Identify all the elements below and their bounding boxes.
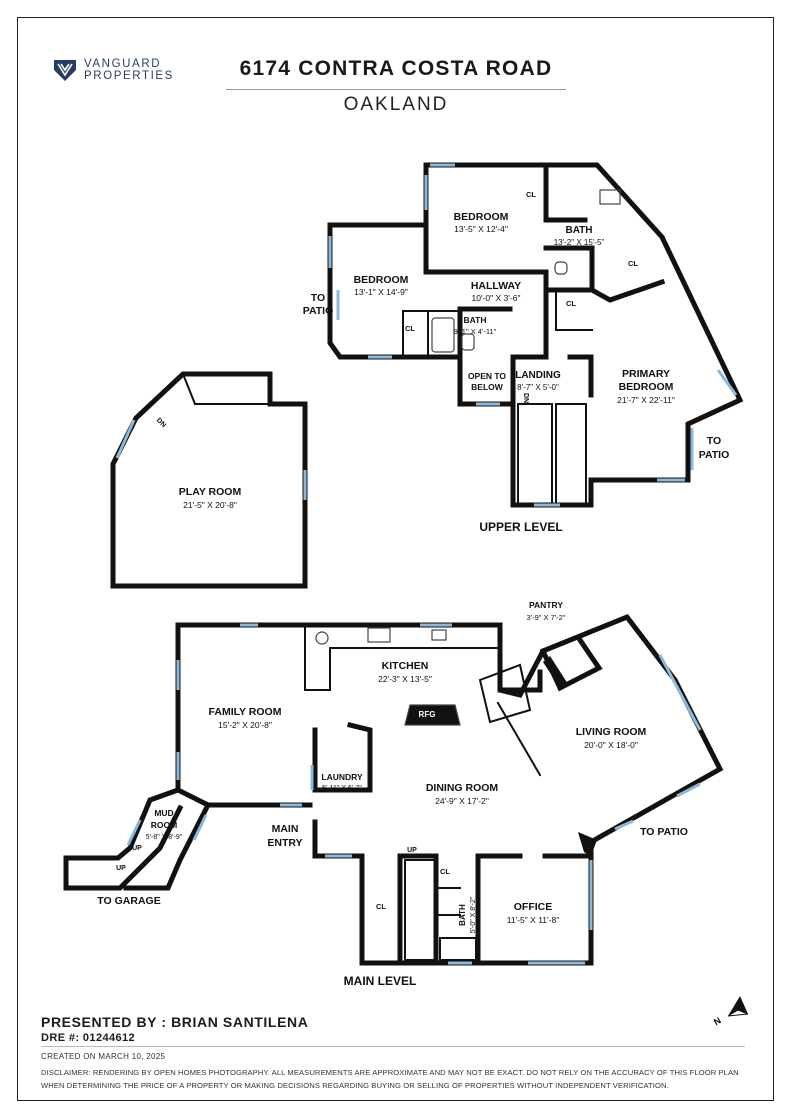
open-to-below-line2: BELOW xyxy=(471,382,504,392)
main-stair-up: UP xyxy=(407,847,417,854)
play-room-stair-dn: DN xyxy=(155,417,167,429)
main-closet-1: CL xyxy=(440,867,450,876)
closet-label-4: CL xyxy=(628,259,638,268)
fireplace-block xyxy=(543,656,568,688)
to-patio-left-line1: TO xyxy=(311,292,325,304)
to-patio-main: TO PATIO xyxy=(640,826,688,838)
play-room-label: PLAY ROOM xyxy=(179,486,242,498)
closet-label-2: CL xyxy=(405,324,415,333)
brand-name-line1: VANGUARD xyxy=(84,58,162,70)
svg-text:N: N xyxy=(712,1015,723,1027)
bath-small-label: BATH xyxy=(464,315,487,325)
upper-level-walls xyxy=(327,162,744,508)
laundry-dims: 5'-11" X 6'-7" xyxy=(322,785,362,792)
refrigerator-label: RFG xyxy=(419,710,436,719)
bath-top-label: BATH xyxy=(565,225,592,236)
mud-stair-up: UP xyxy=(132,845,142,852)
living-room-dims: 20'-0" X 18'-0" xyxy=(584,740,638,750)
hallway-label: HALLWAY xyxy=(471,280,521,292)
main-entry-line1: MAIN xyxy=(272,823,299,835)
kitchen-dims: 22'-3" X 13'-5" xyxy=(378,674,432,684)
closet-label-3: CL xyxy=(566,299,576,308)
living-room-label: LIVING ROOM xyxy=(576,726,647,738)
dre-number: DRE #: 01244612 xyxy=(41,1032,136,1044)
to-garage-label: TO GARAGE xyxy=(97,895,160,907)
bedroom-left-label: BEDROOM xyxy=(354,274,409,286)
disclaimer-text: DISCLAIMER: RENDERING BY OPEN HOMES PHOT… xyxy=(41,1068,739,1090)
play-room-dims: 21'-5" X 20'-8" xyxy=(183,500,237,510)
bedroom-top-label: BEDROOM xyxy=(454,211,509,223)
main-level-label: MAIN LEVEL xyxy=(344,974,417,988)
bath-small-dims: 9'-1" X 4'-11" xyxy=(454,327,497,336)
open-to-below-line1: OPEN TO xyxy=(468,371,506,381)
closet-label-1: CL xyxy=(526,190,536,199)
kitchen-label: KITCHEN xyxy=(382,660,429,672)
play-room-walls xyxy=(110,371,308,589)
primary-bedroom-line1: PRIMARY xyxy=(622,368,670,380)
main-bath-dims: 5'-0" X 8'-2" xyxy=(470,896,477,933)
created-date: CREATED ON MARCH 10, 2025 xyxy=(41,1052,166,1061)
pantry-dims: 3'-9" X 7'-2" xyxy=(526,613,565,622)
main-bath-label: BATH xyxy=(458,904,467,926)
fireplace-label: FP xyxy=(558,662,569,671)
page-border xyxy=(17,17,774,1101)
main-level-interior xyxy=(304,624,542,961)
bedroom-left-dims: 13'-1" X 14'-9" xyxy=(354,287,408,297)
to-patio-right-line2: PATIO xyxy=(699,449,730,461)
to-patio-left-line2: PATIO xyxy=(303,305,334,317)
mud-room-line1: MUD xyxy=(154,808,173,818)
hallway-dims: 10'-0" X 3'-6" xyxy=(472,293,521,303)
family-room-label: FAMILY ROOM xyxy=(209,706,282,718)
bedroom-top-dims: 13'-5" X 12'-4" xyxy=(454,224,508,234)
main-closet-2: CL xyxy=(376,902,386,911)
brand-name-line2: PROPERTIES xyxy=(84,70,174,82)
windows xyxy=(115,163,738,965)
north-arrow-icon: N xyxy=(712,996,749,1027)
to-patio-right-line1: TO xyxy=(707,435,721,447)
office-dims: 11'-5" X 11'-8" xyxy=(507,915,559,925)
family-room-dims: 15'-2" X 20'-8" xyxy=(218,720,272,730)
primary-bedroom-dims: 21'-7" X 22'-11" xyxy=(617,395,675,405)
property-city: OAKLAND xyxy=(343,94,449,115)
dining-room-dims: 24'-9" X 17'-2" xyxy=(435,796,489,806)
dining-room-label: DINING ROOM xyxy=(426,782,499,794)
pantry-label: PANTRY xyxy=(529,600,563,610)
upper-level-label: UPPER LEVEL xyxy=(479,520,562,534)
office-label: OFFICE xyxy=(514,901,553,913)
play-room-stair xyxy=(181,372,273,406)
vanguard-shield-icon xyxy=(54,60,76,81)
title-divider xyxy=(226,89,566,90)
landing-label: LANDING xyxy=(515,370,561,381)
patio-post xyxy=(578,832,597,856)
upper-level-interior xyxy=(402,289,593,506)
brand-logo: VANGUARD PROPERTIES xyxy=(52,57,174,83)
garage-stair-up: UP xyxy=(116,865,126,872)
mud-room-dims: 5'-8" X 8'-9" xyxy=(146,834,183,841)
upper-stair-dn: DN xyxy=(522,393,529,403)
property-address: 6174 CONTRA COSTA ROAD xyxy=(239,57,553,80)
footer-divider xyxy=(41,1046,745,1047)
laundry-label: LAUNDRY xyxy=(321,772,363,782)
main-entry-line2: ENTRY xyxy=(267,837,302,849)
mud-room-line2: ROOM xyxy=(151,820,177,830)
primary-bedroom-line2: BEDROOM xyxy=(619,381,674,393)
bath-top-dims: 13'-2" X 15'-5" xyxy=(554,238,605,247)
presented-by: PRESENTED BY : BRIAN SANTILENA xyxy=(41,1014,309,1030)
landing-dims: 8'-7" X 5'-0" xyxy=(517,383,559,392)
fixtures xyxy=(315,189,621,726)
